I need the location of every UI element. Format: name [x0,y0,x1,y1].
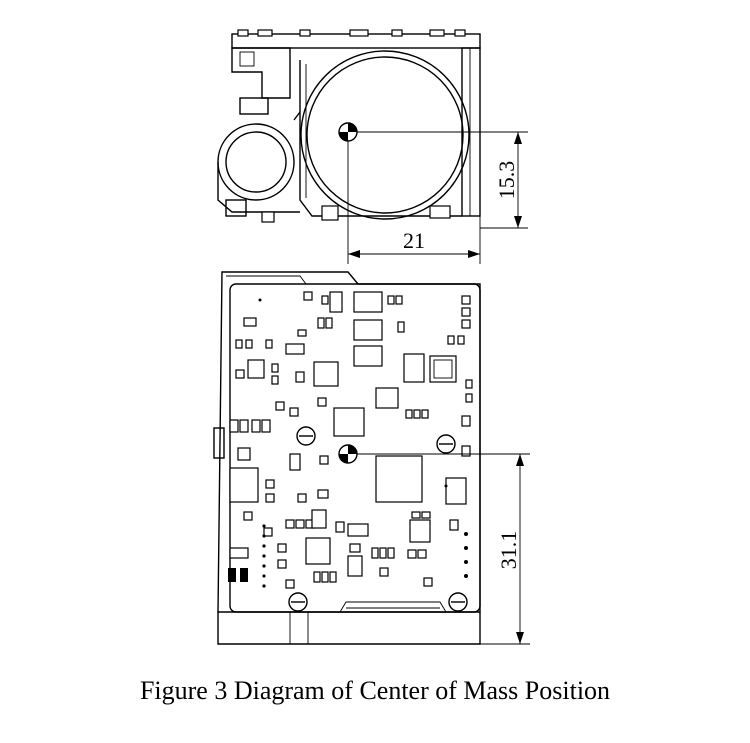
figure-caption: Figure 3 Diagram of Center of Mass Posit… [139,676,611,705]
dimension-label-vertical-bottom: 31.1 [496,531,521,570]
pcb-board [229,283,481,613]
pcb-components [228,291,473,589]
main-lens-barrel-inner [306,56,464,214]
dimension-15-3: 15.3 [357,131,528,229]
base-plate [217,612,481,645]
dimension-21: 21 [347,141,481,264]
center-of-mass-symbol-bottom [338,444,358,464]
center-of-mass-symbol-top [338,122,358,142]
small-lens-ring-outer [217,123,295,201]
main-lens-barrel-outer [300,50,470,220]
dimension-label-horizontal-top: 21 [403,228,425,253]
mounting-screws [288,426,468,612]
left-upper-frame [231,47,291,99]
small-lens-ring-inner [225,131,287,193]
dimension-label-vertical-top: 15.3 [494,161,519,200]
bottom-view: 31.1 [213,271,530,645]
dimension-31-1: 31.1 [357,453,530,645]
top-view: 15.3 21 [217,29,528,264]
